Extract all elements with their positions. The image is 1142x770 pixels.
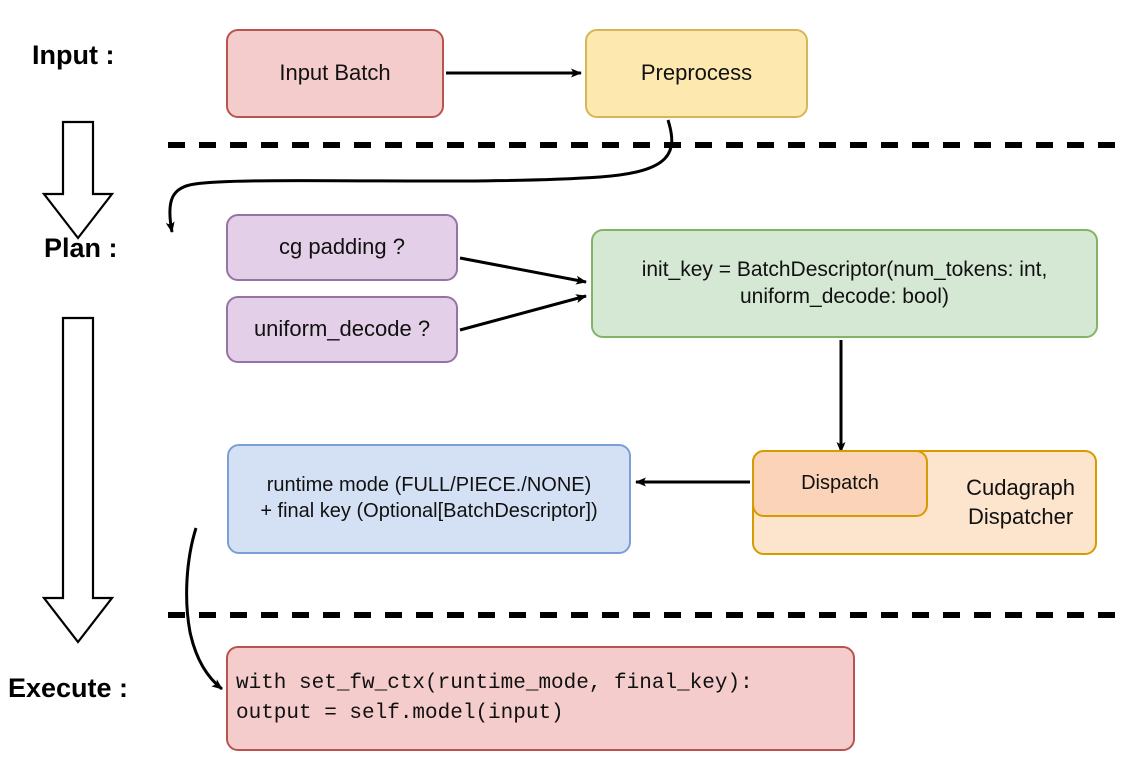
stage-label-execute: Execute : bbox=[8, 673, 129, 703]
edge-uniform-decode-to-init-key bbox=[459, 294, 587, 332]
node-exec-code[interactable]: with set_fw_ctx(runtime_mode, final_key)… bbox=[226, 646, 855, 751]
stage-label-plan: Plan : bbox=[44, 233, 118, 263]
edge-runtime-mode-to-exec-code bbox=[185, 527, 223, 691]
node-uniform-decode[interactable]: uniform_decode ? bbox=[226, 296, 458, 363]
stage-label-input: Input : bbox=[32, 40, 115, 70]
node-dispatch[interactable]: Dispatch bbox=[752, 450, 928, 517]
stage-arrow-input-to-plan bbox=[41, 120, 115, 240]
stage-arrow-plan-to-execute bbox=[41, 316, 115, 644]
node-preprocess[interactable]: Preprocess bbox=[585, 29, 808, 118]
edge-cg-padding-to-init-key bbox=[459, 256, 587, 285]
node-input-batch[interactable]: Input Batch bbox=[226, 29, 444, 118]
node-runtime-mode[interactable]: runtime mode (FULL/PIECE./NONE) + final … bbox=[227, 444, 631, 554]
node-init-key[interactable]: init_key = BatchDescriptor(num_tokens: i… bbox=[591, 229, 1098, 338]
node-cg-padding[interactable]: cg padding ? bbox=[226, 214, 458, 281]
